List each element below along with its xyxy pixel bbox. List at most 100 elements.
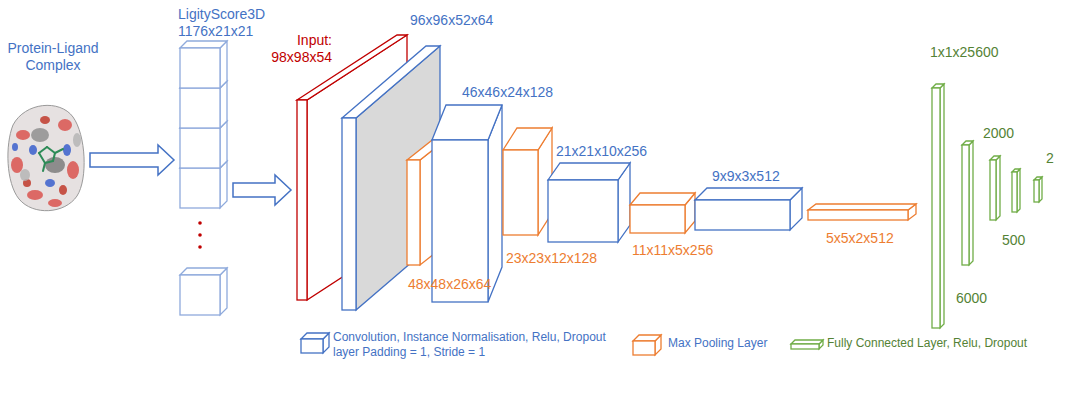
- box-front: [695, 200, 790, 230]
- box-top: [432, 105, 502, 140]
- box-front: [503, 150, 538, 235]
- surface-patch: [20, 169, 30, 181]
- surface-patch: [45, 179, 55, 187]
- feature-stack: LigityScore3D 1176x21x21: [180, 41, 228, 316]
- surface-patch: [29, 145, 37, 155]
- shape-outline: [808, 204, 916, 220]
- shape-outline: [548, 163, 630, 242]
- ellipsis-dot: [198, 221, 202, 225]
- box-side: [220, 161, 227, 208]
- ligand-bond: [43, 163, 45, 171]
- dimension-label: 21x21x10x256: [556, 143, 647, 160]
- box-top: [180, 41, 227, 48]
- feature-cube: [180, 41, 227, 88]
- shape-outline: [180, 41, 228, 316]
- dimension-label: 96x96x52x64: [410, 12, 493, 29]
- surface-patch: [40, 116, 50, 124]
- fc-layer: 6000: [962, 141, 973, 265]
- box-top: [342, 46, 440, 118]
- dimension-label: 5x5x2x512: [826, 230, 894, 247]
- box-front: [180, 48, 220, 88]
- box-side: [220, 41, 227, 88]
- block-arrow: [233, 175, 291, 205]
- box-front: [633, 341, 655, 355]
- shape-outline: [5, 95, 85, 215]
- dimension-label: 9x9x3x512: [712, 168, 780, 185]
- box-front: [932, 88, 940, 328]
- legend-item: Fully Connected Layer, Relu, Dropout: [790, 336, 1030, 351]
- surface-patch: [16, 130, 30, 140]
- protein-surface: [8, 105, 84, 210]
- ellipsis-dot: [198, 245, 202, 249]
- box-side: [220, 121, 227, 168]
- ligand-bond: [39, 153, 45, 163]
- legend-item: Convolution, Instance Normalisation, Rel…: [300, 330, 585, 360]
- box-top: [695, 188, 802, 200]
- box-top: [548, 163, 630, 180]
- box-front: [808, 210, 908, 220]
- surface-patch: [73, 133, 81, 147]
- shape-outline: [503, 128, 552, 235]
- dimension-label: 1x1x25600: [930, 44, 999, 61]
- box-front: [407, 160, 420, 265]
- fc-layer: 2000: [990, 156, 1000, 220]
- ligand-bond: [45, 161, 53, 163]
- shape-outline: [962, 141, 973, 265]
- input-label: Protein-Ligand Complex: [3, 40, 103, 74]
- shape-outline: [1012, 169, 1020, 212]
- box-top: [503, 128, 552, 150]
- legend-text: Convolution, Instance Normalisation, Rel…: [333, 330, 618, 360]
- box-front: [180, 88, 220, 128]
- box-top: [630, 193, 695, 205]
- fc-layer: 500: [1012, 169, 1020, 212]
- shape-outline: [695, 188, 802, 230]
- shape-outline: [990, 156, 1000, 220]
- pool-layer: 11x11x5x256: [630, 193, 695, 233]
- legend-text: Fully Connected Layer, Relu, Dropout: [827, 336, 1067, 351]
- conv-layer: 46x46x24x128: [432, 105, 502, 302]
- box-front: [962, 145, 969, 265]
- box-front: [791, 344, 819, 349]
- surface-patch: [67, 161, 79, 179]
- surface-patch: [27, 190, 43, 200]
- block-arrow: [90, 145, 174, 175]
- box-front: [990, 160, 996, 220]
- dimension-label: 23x23x12x128: [506, 250, 597, 267]
- protein-illustration: Protein-Ligand Complex: [5, 95, 85, 215]
- dimension-label: 46x46x24x128: [462, 84, 553, 101]
- box-front: [180, 128, 220, 168]
- box-front: [1034, 180, 1039, 202]
- box-front: [342, 118, 356, 310]
- surface-patch: [31, 128, 49, 142]
- dimension-label: 6000: [956, 290, 987, 307]
- box-front: [297, 100, 307, 300]
- box-top: [633, 335, 661, 341]
- shape-outline: [630, 193, 695, 233]
- input-label: LigityScore3D 1176x21x21: [178, 6, 288, 40]
- dimension-label: 48x48x26x64: [408, 276, 491, 293]
- surface-patch: [63, 144, 71, 156]
- legend-text: Max Pooling Layer: [668, 336, 808, 351]
- surface-patch: [45, 157, 65, 173]
- dimension-label: 500: [1002, 232, 1025, 249]
- ligand-bond: [55, 149, 63, 153]
- surface-patch: [48, 199, 62, 207]
- shape-outline: [432, 105, 502, 302]
- ligand-bond: [39, 147, 47, 153]
- box-front: [180, 168, 220, 208]
- box-top: [301, 333, 329, 339]
- surface-patch: [11, 157, 23, 173]
- feature-cube: [180, 268, 227, 315]
- ellipsis-dot: [198, 233, 202, 237]
- dimension-label: 2: [1046, 150, 1054, 167]
- fc-layer: 1x1x25600: [932, 84, 944, 328]
- box-top: [180, 268, 227, 275]
- box-side: [220, 81, 227, 128]
- legend-swatch: [632, 336, 662, 358]
- fc-layer: 2: [1034, 177, 1042, 202]
- dimension-label: Input: 98x98x54: [246, 32, 332, 66]
- box-front: [630, 205, 685, 233]
- dimension-label: 2000: [983, 125, 1014, 142]
- box-front: [548, 180, 618, 242]
